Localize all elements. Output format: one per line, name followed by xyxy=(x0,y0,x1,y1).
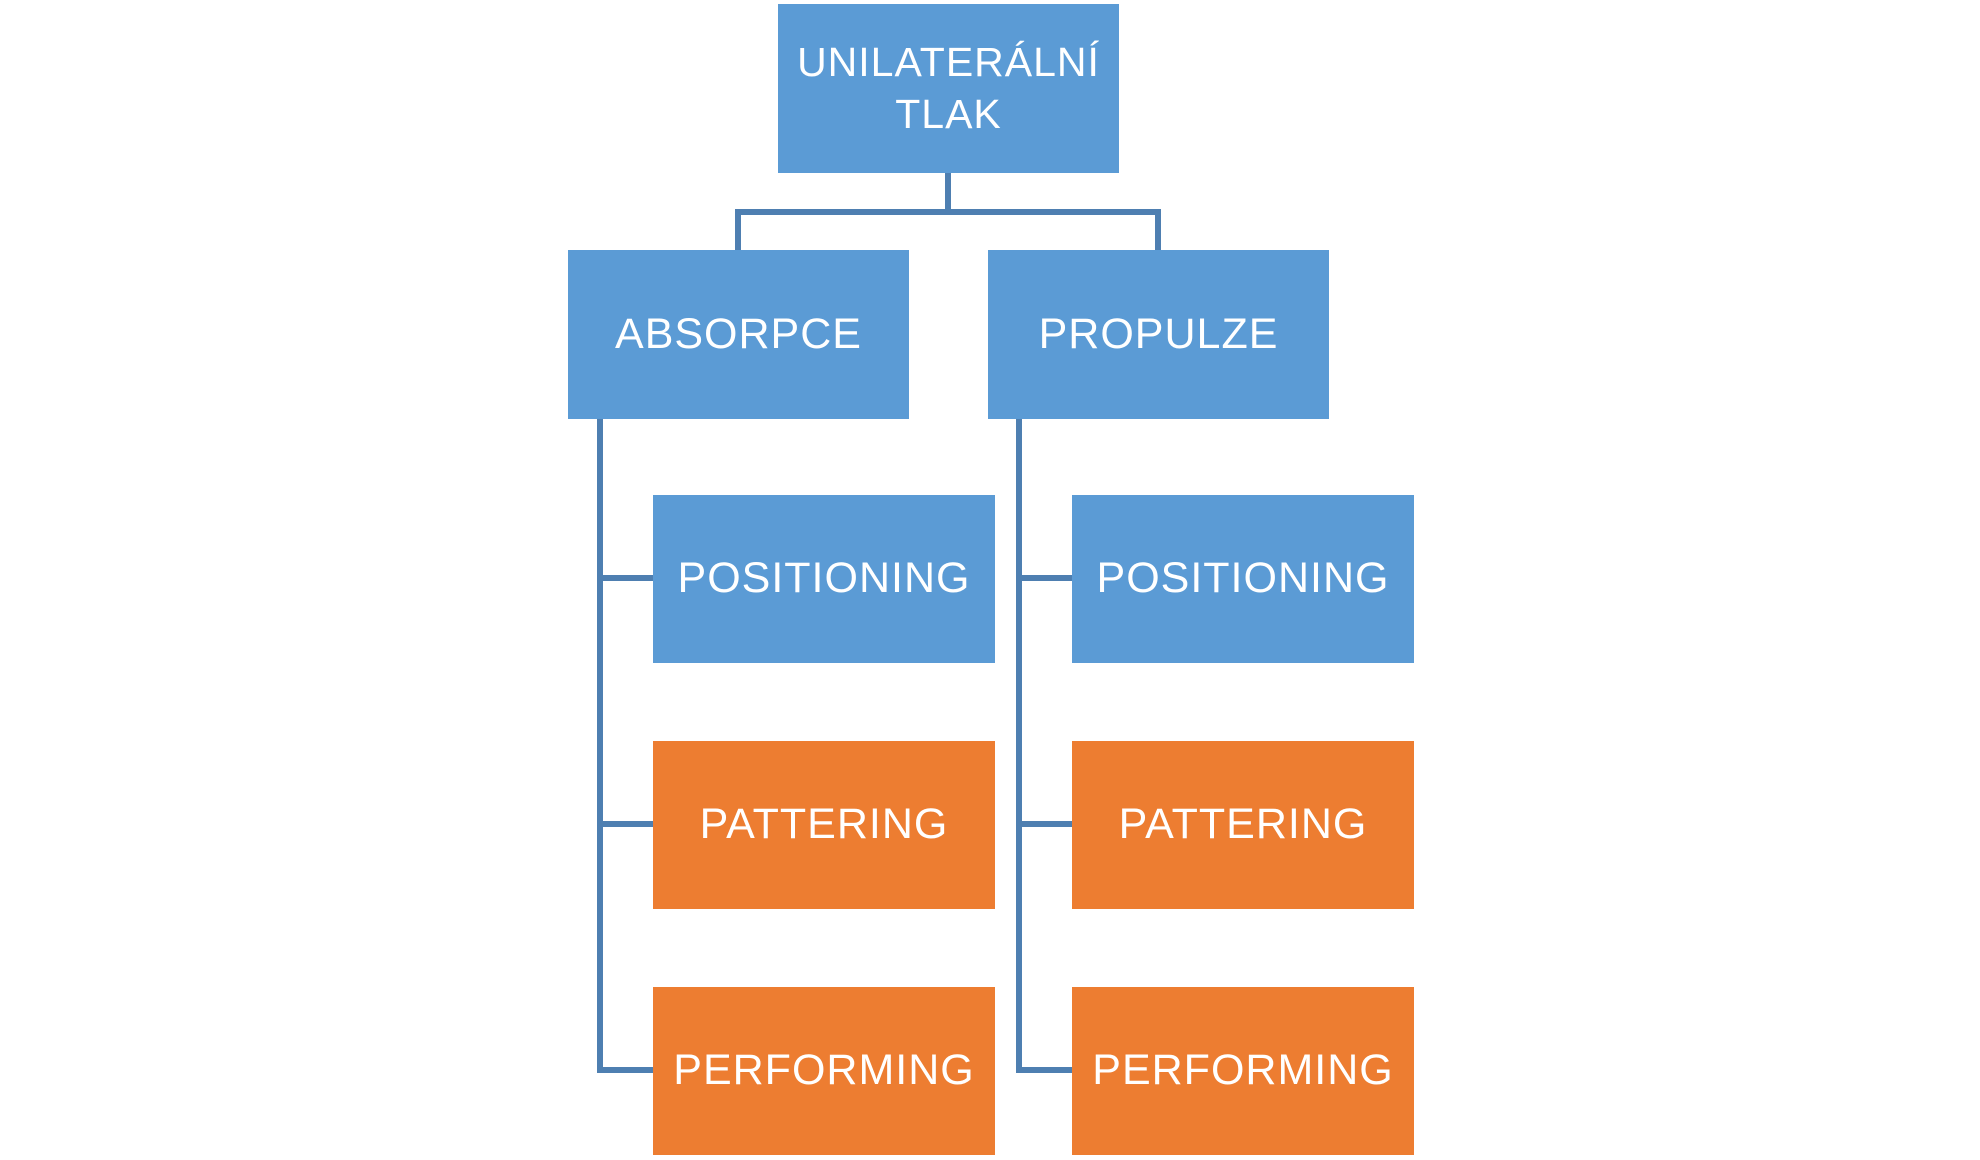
branch-box-label: PROPULZE xyxy=(1038,309,1279,358)
child-box-label: POSITIONING xyxy=(677,554,971,603)
connector-stub-propulze-performing xyxy=(1016,1067,1072,1073)
connector-stub-absorpce-pattering xyxy=(597,821,653,827)
child-box-label: PATTERING xyxy=(1118,800,1368,849)
connector-stub-absorpce-performing xyxy=(597,1067,653,1073)
root-box-label: UNILATERÁLNÍ TLAK xyxy=(797,39,1100,137)
child-box-label: PATTERING xyxy=(699,800,949,849)
connector-rail-propulze xyxy=(1016,419,1022,1073)
connector-stub-propulze-positioning xyxy=(1016,575,1072,581)
branch-box-label: ABSORPCE xyxy=(615,309,862,358)
branch-box-absorpce: ABSORPCE xyxy=(568,250,909,419)
child-box-label: POSITIONING xyxy=(1096,554,1390,603)
child-box-propulze-pattering: PATTERING xyxy=(1072,741,1414,909)
child-box-label: PERFORMING xyxy=(673,1046,975,1095)
connector-bus-horizontal xyxy=(735,209,1161,215)
child-box-absorpce-performing: PERFORMING xyxy=(653,987,995,1155)
connector-stub-absorpce-positioning xyxy=(597,575,653,581)
connector-branch-absorpce xyxy=(735,209,741,250)
child-box-propulze-positioning: POSITIONING xyxy=(1072,495,1414,663)
connector-rail-absorpce xyxy=(597,419,603,1073)
child-box-absorpce-pattering: PATTERING xyxy=(653,741,995,909)
connector-stub-propulze-pattering xyxy=(1016,821,1072,827)
connector-branch-propulze xyxy=(1155,209,1161,250)
child-box-absorpce-positioning: POSITIONING xyxy=(653,495,995,663)
child-box-label: PERFORMING xyxy=(1092,1046,1394,1095)
child-box-propulze-performing: PERFORMING xyxy=(1072,987,1414,1155)
root-box-unilateralni-tlak: UNILATERÁLNÍ TLAK xyxy=(778,4,1119,173)
branch-box-propulze: PROPULZE xyxy=(988,250,1329,419)
connector-root-vertical xyxy=(945,173,951,212)
